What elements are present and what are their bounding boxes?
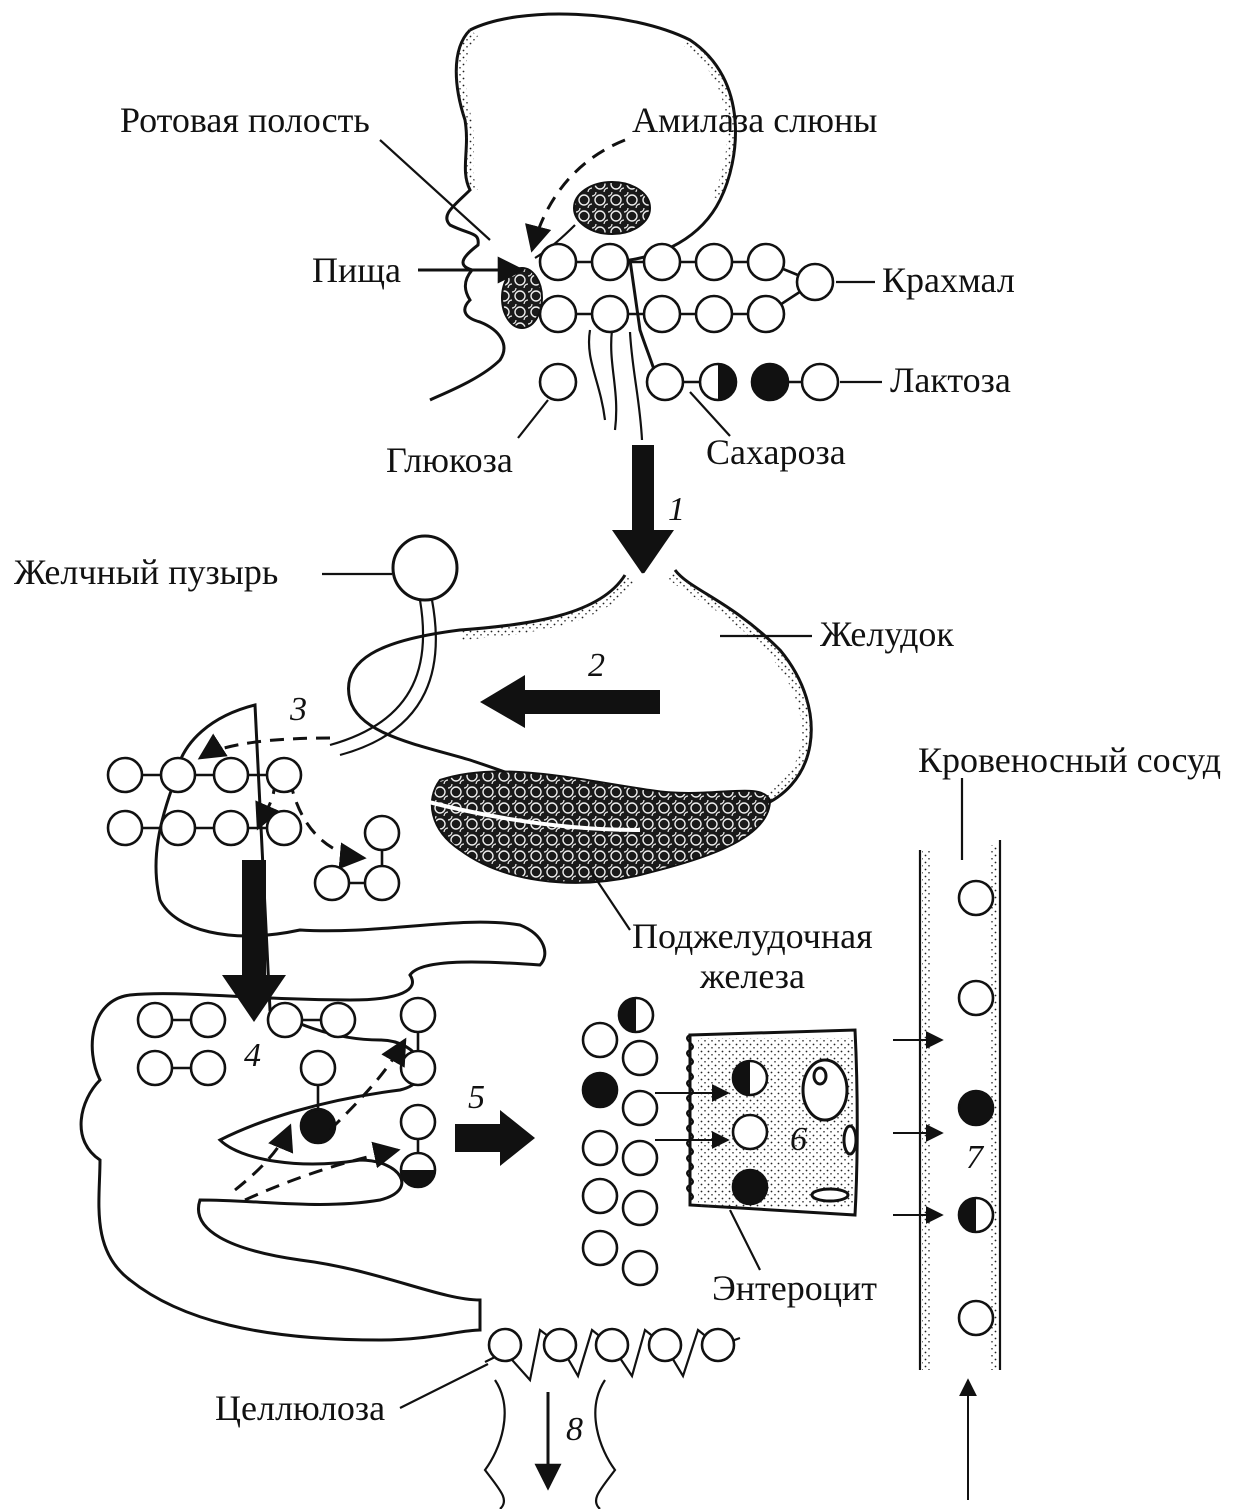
enterocyte-label: Энтероцит xyxy=(712,1268,877,1308)
step-5-number: 5 xyxy=(468,1079,485,1116)
oral-cavity-label: Ротовая полость xyxy=(120,100,370,140)
cellulose-label: Целлюлоза xyxy=(215,1388,385,1428)
sucrose-label: Сахароза xyxy=(706,432,846,472)
step-8-number: 8 xyxy=(566,1411,583,1448)
cellulose-molecule xyxy=(485,1329,740,1380)
step-5-arrow xyxy=(455,1110,535,1166)
glucose-label: Глюкоза xyxy=(386,440,513,480)
colon-wall-left xyxy=(485,1380,505,1509)
step-1-number: 1 xyxy=(668,491,685,528)
food-label: Пища xyxy=(312,250,401,290)
cellulose-leader xyxy=(400,1364,488,1408)
salivary-amylase-label: Амилаза слюны xyxy=(632,100,877,140)
step-3-number: 3 xyxy=(289,691,307,728)
enzyme-arrow-right xyxy=(290,780,364,858)
glucose-molecule xyxy=(540,364,576,400)
lactose-label: Лактоза xyxy=(890,360,1011,400)
lactose-molecule xyxy=(752,364,838,400)
lumen-monosaccharides xyxy=(583,998,657,1285)
pancreas-label-line1: Поджелудочная xyxy=(632,916,873,956)
step-2-number: 2 xyxy=(588,647,605,684)
step-4-number: 4 xyxy=(244,1037,261,1074)
enterocyte-leader xyxy=(730,1210,760,1270)
gallbladder-organ xyxy=(393,536,457,600)
step-6-number: 6 xyxy=(790,1121,807,1158)
colon-wall-right xyxy=(595,1380,615,1509)
step-1-arrow xyxy=(612,445,674,575)
step-7-number: 7 xyxy=(966,1139,985,1176)
gallbladder-label: Желчный пузырь xyxy=(14,552,278,592)
glucose-leader xyxy=(518,400,548,438)
stomach-label: Желудок xyxy=(820,614,954,654)
pancreas-label-line2: железа xyxy=(699,956,805,996)
blood-vessel-label: Кровеносный сосуд xyxy=(918,740,1221,780)
starch-label: Крахмал xyxy=(882,260,1015,300)
blood-vessel xyxy=(920,840,1000,1370)
enterocyte-cell xyxy=(687,1030,857,1215)
starch-molecule xyxy=(540,244,833,332)
